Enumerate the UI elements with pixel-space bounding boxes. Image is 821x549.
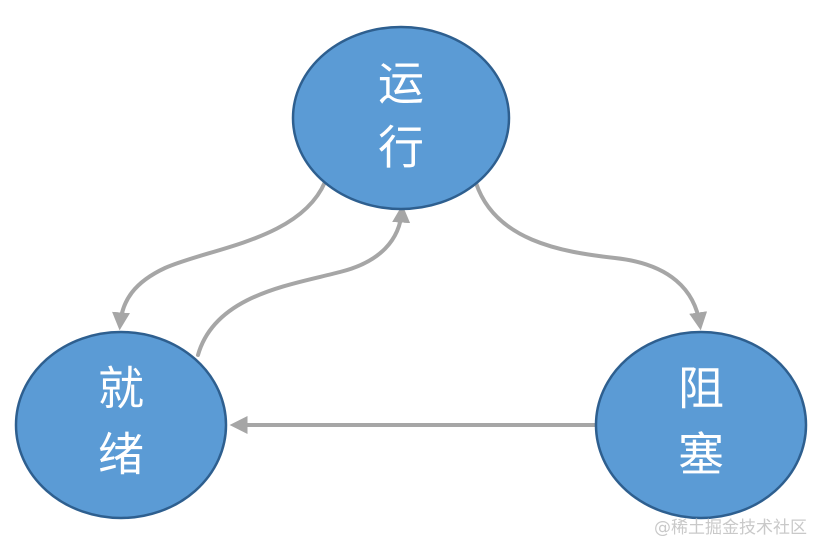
node-running-label-line2: 行 (378, 121, 424, 175)
node-ready-label-line2: 绪 (98, 428, 144, 482)
node-ready-label-line1: 就 (98, 362, 144, 416)
node-blocked: 阻 塞 (594, 330, 808, 520)
watermark-text: @稀土掘金技术社区 (654, 518, 807, 538)
node-ready: 就 绪 (14, 330, 228, 520)
arrow-ready-to-running (196, 204, 411, 357)
node-blocked-label-line2: 塞 (678, 428, 724, 482)
arrow-running-to-ready (112, 180, 327, 331)
node-running-label-line1: 运 (378, 57, 424, 111)
node-running: 运 行 (291, 25, 511, 211)
arrow-running-to-blocked (474, 181, 708, 331)
node-blocked-label-line1: 阻 (678, 362, 724, 416)
